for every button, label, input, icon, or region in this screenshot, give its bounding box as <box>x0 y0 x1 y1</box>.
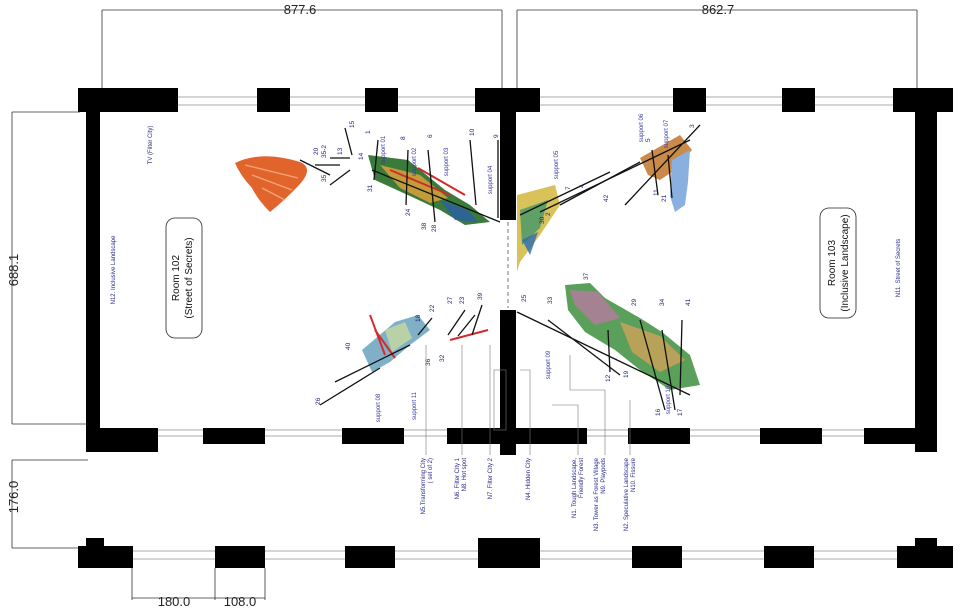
label-n3: N3. Tower as Forest Village <box>594 457 600 531</box>
marker-31: 31 <box>367 184 374 192</box>
marker-7: 7 <box>565 186 572 190</box>
marker-8: 8 <box>400 136 407 140</box>
label-n9: N9. Playpods <box>601 458 607 494</box>
support-06: support 06 <box>639 113 645 142</box>
marker-36: 36 <box>425 358 432 366</box>
walls <box>78 88 953 568</box>
room-102-subtitle: (Street of Secrets) <box>184 237 195 318</box>
marker-24: 24 <box>405 208 412 216</box>
marker-28: 28 <box>431 224 438 232</box>
marker-32: 32 <box>439 354 446 362</box>
label-n2: N2. Speculative Landscape <box>624 457 630 531</box>
artwork-room103-upper-right <box>640 135 692 212</box>
support-02: support 02 <box>412 147 418 176</box>
marker-25: 25 <box>521 294 528 302</box>
support-04: support 04 <box>488 165 494 194</box>
marker-10: 10 <box>469 128 476 136</box>
marker-2: 2 <box>545 212 552 216</box>
room-103-label-box <box>819 207 857 319</box>
artwork-tv-orange <box>235 156 307 212</box>
marker-14: 14 <box>358 152 365 160</box>
marker-41: 41 <box>685 298 692 306</box>
marker-35: 35 <box>321 174 328 182</box>
marker-42: 42 <box>603 194 610 202</box>
label-n1: N1. Tough Landscape, <box>572 458 578 518</box>
marker-3: 3 <box>689 124 696 128</box>
artwork-room103-upper-left <box>517 185 560 272</box>
marker-18: 18 <box>415 314 422 322</box>
support-01: support 01 <box>381 135 387 164</box>
dim-bottom-a: 180.0 <box>158 594 191 609</box>
marker-13: 13 <box>337 147 344 155</box>
dim-top-left: 877.6 <box>284 2 317 17</box>
cable-lines <box>299 124 701 411</box>
marker-21: 21 <box>661 194 668 202</box>
marker-29: 29 <box>631 298 638 306</box>
marker-19: 19 <box>623 370 630 378</box>
marker-17: 17 <box>677 408 684 416</box>
marker-38: 38 <box>421 222 428 230</box>
label-n7: N7. Filter City 2 <box>488 457 494 499</box>
label-n6: N6. Filter City 1 <box>455 457 461 499</box>
marker-9: 9 <box>493 134 500 138</box>
marker-23: 23 <box>459 296 466 304</box>
label-tv: TV (Filter City) <box>148 126 154 165</box>
marker-1: 1 <box>365 130 372 134</box>
marker-5: 5 <box>645 138 652 142</box>
marker-27: 27 <box>447 296 454 304</box>
room-102-label-box <box>165 217 203 339</box>
marker-34: 34 <box>659 298 666 306</box>
label-n8: N8. Hot spot <box>462 458 468 492</box>
marker-12: 12 <box>605 374 612 382</box>
marker-35-2: 35-2 <box>321 145 328 158</box>
dim-top-right: 862.7 <box>702 2 735 17</box>
label-n1-forest: Friendly Forest <box>579 458 585 498</box>
label-n12: N12. Inclusive Landscape <box>111 235 117 304</box>
support-11: support 11 <box>412 391 418 420</box>
dim-left-height: 688.1 <box>6 254 21 287</box>
label-n11: N11. Street of Secrets <box>896 239 902 298</box>
label-n5: N5.Transforming City <box>421 458 427 514</box>
label-n10: N10. Fissure <box>631 457 637 492</box>
marker-33: 33 <box>547 296 554 304</box>
support-10: support 10 <box>666 385 672 414</box>
artwork-room102-lower <box>362 315 430 372</box>
support-07: support 07 <box>664 119 670 148</box>
room-103-subtitle: (Inclusive Landscape) <box>840 214 851 311</box>
marker-4: 4 <box>579 184 586 188</box>
label-n5-set: ( set of 2) <box>428 458 434 483</box>
marker-16: 16 <box>655 408 662 416</box>
support-09: support 09 <box>546 350 552 379</box>
support-03: support 03 <box>444 147 450 176</box>
marker-6: 6 <box>427 134 434 138</box>
marker-40: 40 <box>345 342 352 350</box>
marker-22: 22 <box>429 304 436 312</box>
room-102-name: Room 102 <box>171 254 182 301</box>
marker-39: 39 <box>477 292 484 300</box>
marker-30: 30 <box>539 216 546 224</box>
marker-37: 37 <box>583 272 590 280</box>
label-n4: N4. Hidden City <box>526 458 532 500</box>
dimension-lines <box>11 9 918 600</box>
marker-26: 26 <box>315 397 322 405</box>
marker-11: 11 <box>653 189 660 196</box>
room-103-name: Room 103 <box>827 239 838 286</box>
numbered-markers: 1 2 3 4 5 6 7 8 9 10 11 12 13 14 15 16 1… <box>313 120 696 416</box>
artwork-room103-lower <box>565 283 700 390</box>
dim-corridor-height: 176.0 <box>6 481 21 514</box>
support-05: support 05 <box>554 150 560 179</box>
dim-bottom-b: 108.0 <box>224 594 257 609</box>
marker-15: 15 <box>349 120 356 128</box>
marker-20: 20 <box>313 147 320 155</box>
leader-lines <box>425 345 631 455</box>
support-08: support 08 <box>376 393 382 422</box>
